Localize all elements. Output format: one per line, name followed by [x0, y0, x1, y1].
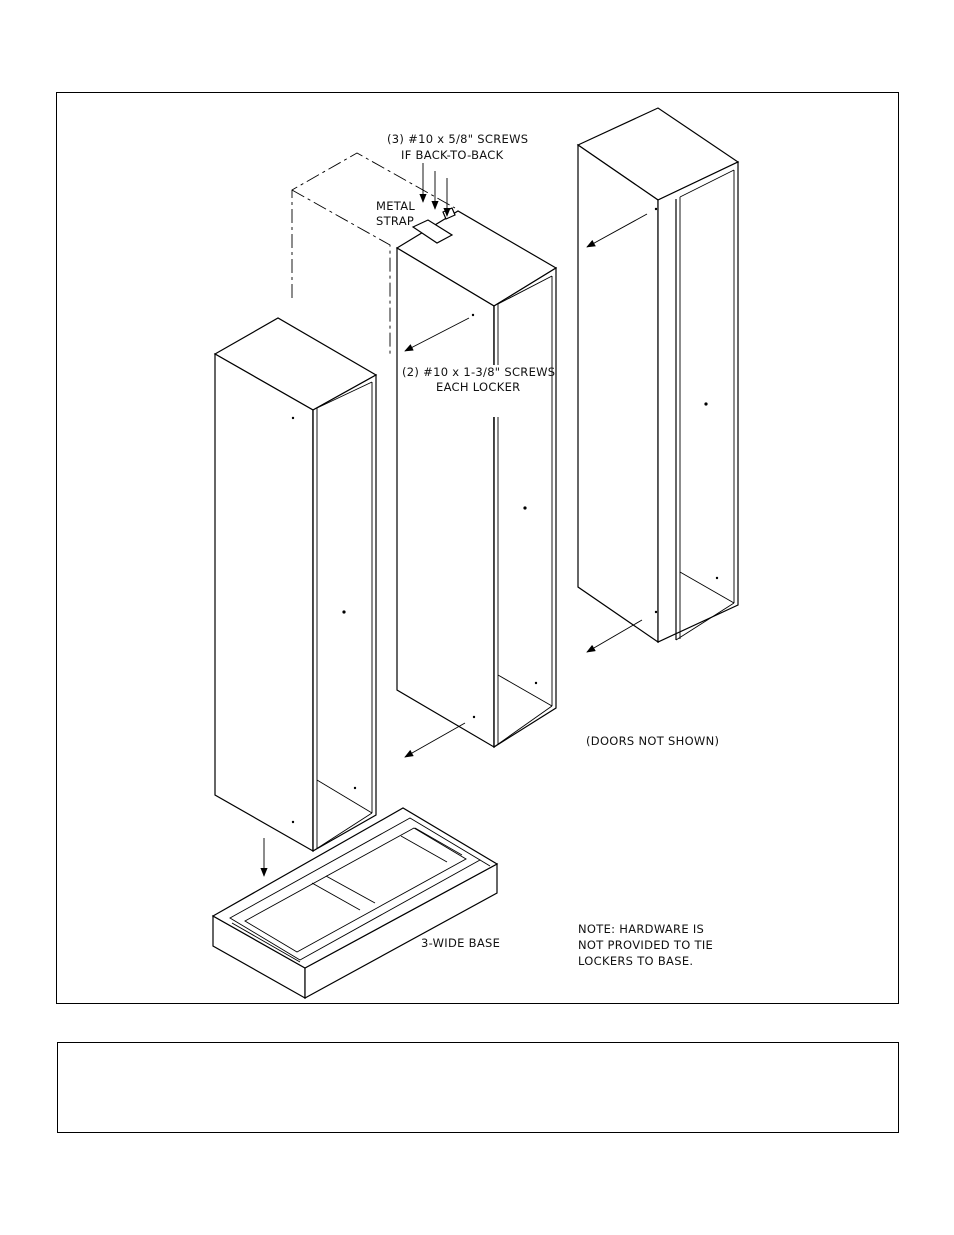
label-screws-top-line2: IF BACK-TO-BACK	[401, 148, 504, 162]
label-doors-not-shown: (DOORS NOT SHOWN)	[586, 734, 719, 748]
three-wide-base	[213, 808, 497, 998]
locker-middle	[397, 211, 556, 747]
label-base: 3-WIDE BASE	[421, 936, 500, 950]
locker-right	[578, 108, 738, 642]
label-note-line1: NOTE: HARDWARE IS	[578, 922, 704, 936]
label-strap-line2: STRAP	[376, 214, 414, 228]
locker-left	[215, 318, 376, 851]
label-strap-line1: METAL	[376, 199, 415, 213]
label-screws-each-line1: (2) #10 x 1-3/8" SCREWS	[402, 365, 555, 379]
label-note-line3: LOCKERS TO BASE.	[578, 954, 693, 968]
label-screws-each-line2: EACH LOCKER	[436, 380, 520, 394]
label-note-line2: NOT PROVIDED TO TIE	[578, 938, 713, 952]
label-screws-top-line1: (3) #10 x 5/8" SCREWS	[387, 132, 528, 146]
